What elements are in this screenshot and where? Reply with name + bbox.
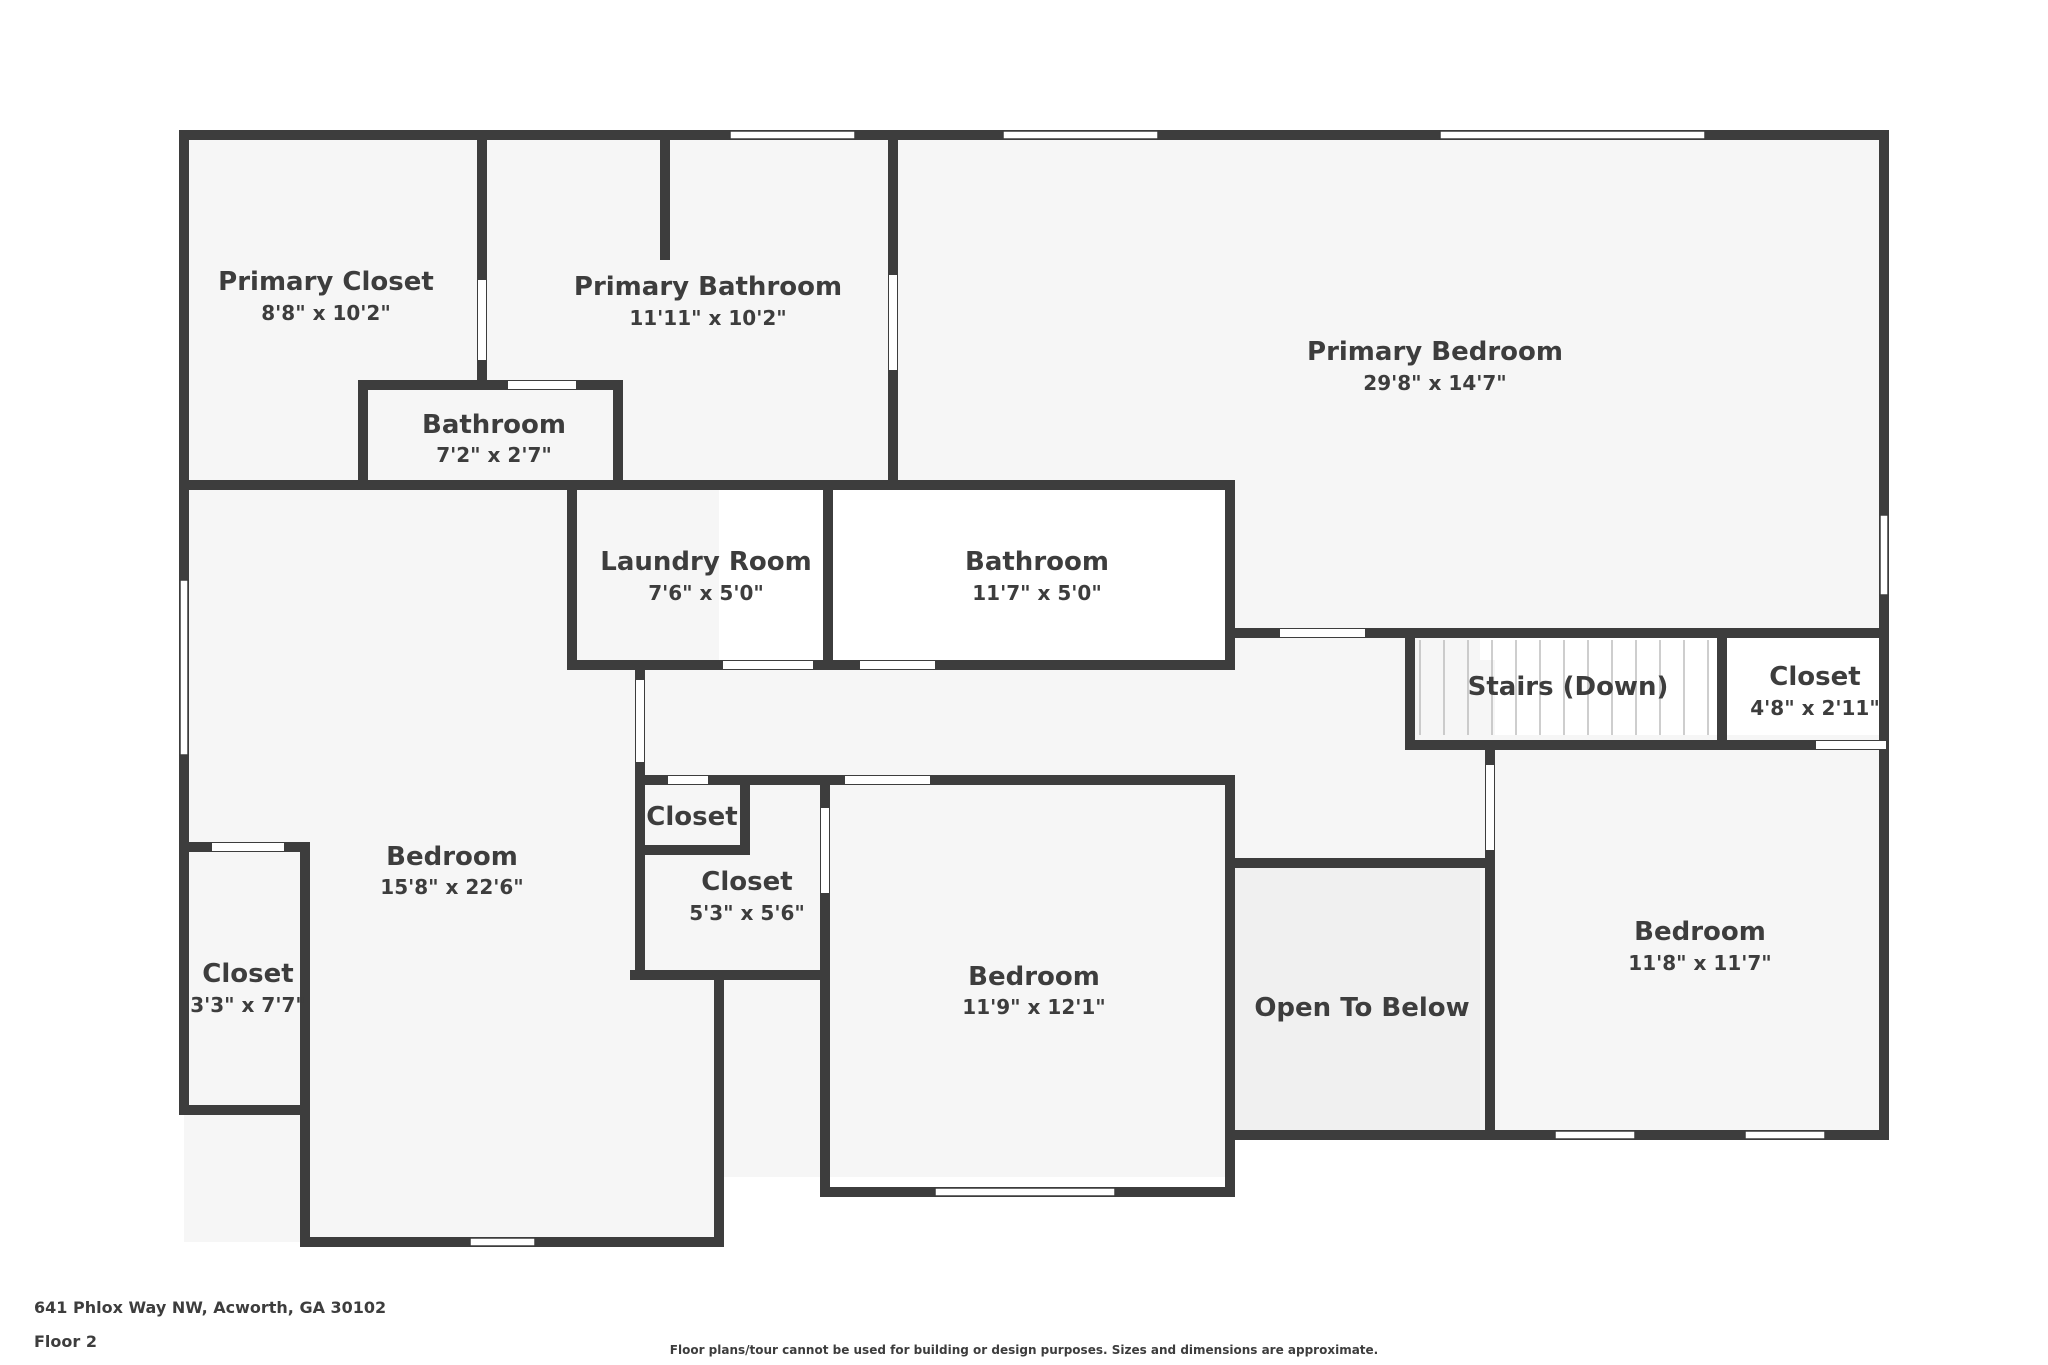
room-dim-bedroom-right: 11'8" x 11'7": [1628, 951, 1771, 975]
room-name-bedroom-left: Bedroom: [386, 842, 518, 872]
room-dim-bedroom-mid: 11'9" x 12'1": [962, 995, 1105, 1019]
room-name-closet-left: Closet: [202, 959, 293, 989]
open-below-fill: [1230, 863, 1480, 1130]
window: [1744, 1130, 1826, 1140]
room-name-stairs: Stairs (Down): [1468, 672, 1669, 702]
property-address: 641 Phlox Way NW, Acworth, GA 30102: [34, 1298, 387, 1317]
room-dim-primary-closet: 8'8" x 10'2": [261, 301, 391, 325]
window: [179, 579, 189, 756]
stairs-treads: [1419, 640, 1709, 735]
room-dim-bathroom-hall: 11'7" x 5'0": [972, 581, 1102, 605]
door-openings: [212, 275, 1886, 893]
floor-right-bedroom: [1480, 735, 1879, 1130]
room-labels: Primary Closet 8'8" x 10'2" Primary Bath…: [190, 267, 1880, 1023]
room-name-bathroom-small: Bathroom: [422, 410, 566, 440]
room-dim-bathroom-small: 7'2" x 2'7": [436, 443, 552, 467]
window: [1554, 1130, 1636, 1140]
window: [1879, 514, 1889, 596]
room-name-closet-mid: Closet: [701, 867, 792, 897]
floor-left-bedroom: [184, 488, 719, 1242]
room-name-closet-stairs: Closet: [1769, 662, 1860, 692]
window: [1002, 130, 1159, 140]
floor-label: Floor 2: [34, 1332, 97, 1351]
room-name-open-below: Open To Below: [1254, 993, 1469, 1023]
room-dim-laundry: 7'6" x 5'0": [648, 581, 764, 605]
window: [469, 1237, 536, 1247]
room-dim-primary-bedroom: 29'8" x 14'7": [1363, 371, 1506, 395]
disclaimer: Floor plans/tour cannot be used for buil…: [669, 1343, 1379, 1357]
room-name-primary-bathroom: Primary Bathroom: [574, 272, 842, 302]
room-name-closet-small: Closet: [646, 802, 737, 832]
room-dim-primary-bathroom: 11'11" x 10'2": [629, 306, 786, 330]
room-name-primary-closet: Primary Closet: [218, 267, 434, 297]
window: [1439, 130, 1706, 140]
windows: [179, 130, 1889, 1247]
room-name-laundry: Laundry Room: [600, 547, 811, 577]
room-name-bedroom-right: Bedroom: [1634, 917, 1766, 947]
room-dim-closet-stairs: 4'8" x 2'11": [1750, 696, 1880, 720]
floor-upper-right: [1230, 138, 1879, 633]
window: [729, 130, 856, 140]
room-dim-closet-left: 3'3" x 7'7": [190, 993, 306, 1017]
window: [934, 1187, 1116, 1197]
room-dim-closet-mid: 5'3" x 5'6": [689, 901, 805, 925]
room-name-primary-bedroom: Primary Bedroom: [1307, 337, 1563, 367]
room-name-bedroom-mid: Bedroom: [968, 962, 1100, 992]
room-name-bathroom-hall: Bathroom: [965, 547, 1109, 577]
room-dim-bedroom-left: 15'8" x 22'6": [380, 875, 523, 899]
